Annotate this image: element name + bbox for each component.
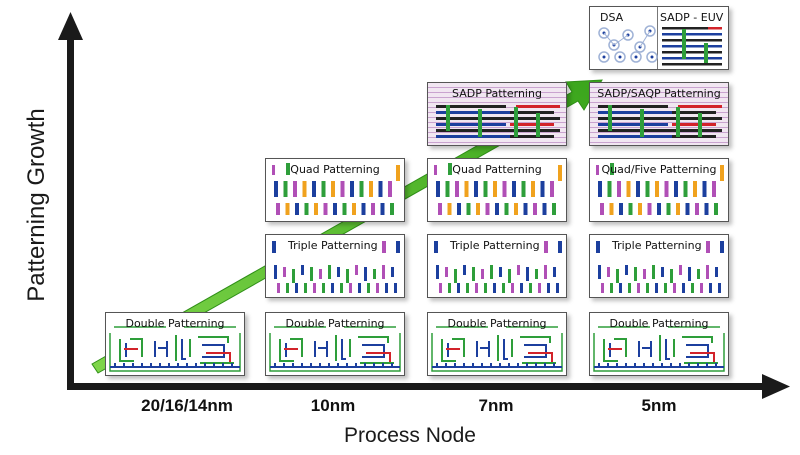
panel-title: Triple Patterning	[288, 239, 378, 252]
panel-title: Double Patterning	[285, 317, 385, 330]
dsa-title: DSA	[600, 11, 624, 24]
panel-quad-five-patterning-5nm: Quad/Five Patterning	[589, 158, 729, 222]
panel-title: Triple Patterning	[612, 239, 702, 252]
panel-quad-patterning-10nm: Quad Patterning	[265, 158, 405, 222]
panel-double-patterning-10nm: Double Patterning	[265, 312, 405, 376]
panel-dsa-sadp-euv-5nm: DSA SADP - EUV	[589, 6, 729, 70]
panel-title: Quad Patterning	[452, 163, 542, 176]
node-label-7nm: 7nm	[478, 396, 514, 415]
y-axis	[58, 12, 83, 390]
panel-title: SADP Patterning	[452, 87, 542, 100]
panel-quad-patterning-7nm: Quad Patterning	[427, 158, 567, 222]
panel-double-patterning-5nm: Double Patterning	[589, 312, 729, 376]
x-axis-title: Process Node	[344, 424, 476, 447]
panel-title: Quad Patterning	[290, 163, 380, 176]
node-label-20-16-14nm: 20/16/14nm	[141, 396, 233, 415]
panel-title: Double Patterning	[447, 317, 547, 330]
panel-sadp-saqp-patterning-5nm: SADP/SAQP Patterning	[589, 82, 729, 146]
node-label-10nm: 10nm	[310, 396, 356, 415]
panel-triple-patterning-7nm: Triple Patterning	[427, 234, 567, 298]
panel-title: Double Patterning	[125, 317, 225, 330]
panel-triple-patterning-5nm: Triple Patterning	[589, 234, 729, 298]
panel-triple-patterning-10nm: Triple Patterning	[265, 234, 405, 298]
panel-sadp-patterning-7nm: SADP Patterning	[427, 82, 567, 146]
y-axis-title: Patterning Growth	[23, 108, 50, 302]
panel-title: SADP/SAQP Patterning	[597, 87, 721, 100]
panel-double-patterning-20nm: Double Patterning	[105, 312, 245, 376]
panel-title: Quad/Five Patterning	[601, 163, 717, 176]
panel-title: Double Patterning	[609, 317, 709, 330]
node-label-5nm: 5nm	[641, 396, 677, 415]
panel-title: Triple Patterning	[450, 239, 540, 252]
panel-double-patterning-7nm: Double Patterning	[427, 312, 567, 376]
sadp-euv-title: SADP - EUV	[660, 11, 724, 24]
x-axis	[67, 374, 790, 399]
